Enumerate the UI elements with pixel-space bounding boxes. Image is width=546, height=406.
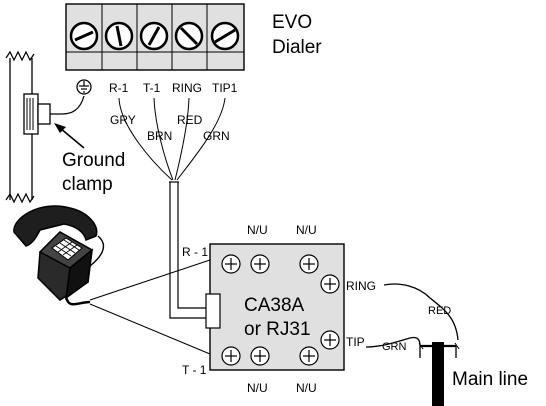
wire-color-gry: GRY bbox=[110, 113, 136, 127]
terminal-nu-top-right-icon bbox=[299, 254, 319, 274]
screw-terminal-ring bbox=[174, 21, 204, 51]
main-line-label: Main line bbox=[452, 369, 528, 390]
nu-label-top-left: N/U bbox=[247, 223, 268, 237]
screw-terminal-ground bbox=[69, 21, 99, 51]
screw-terminal-r1 bbox=[104, 21, 134, 51]
ring-wire bbox=[383, 283, 459, 341]
nu-label-bottom-left: N/U bbox=[247, 381, 268, 395]
label-r1: R - 1 bbox=[182, 245, 208, 259]
phone-wires bbox=[89, 259, 211, 355]
title-line2: Dialer bbox=[272, 37, 322, 58]
nu-label-bottom-right: N/U bbox=[296, 381, 317, 395]
screw-terminal-tip1 bbox=[210, 21, 240, 51]
nu-label-top-right: N/U bbox=[296, 223, 317, 237]
terminal-label-tip1: TIP1 bbox=[212, 81, 238, 95]
terminal-label-ring: RING bbox=[172, 81, 202, 95]
terminal-nu-bottom-right-icon bbox=[299, 346, 319, 366]
label-t1: T - 1 bbox=[182, 363, 207, 377]
module-label-line2: or RJ31 bbox=[244, 319, 311, 340]
ground-clamp-label-line1: Ground bbox=[62, 150, 125, 171]
wire-color-red: RED bbox=[177, 113, 203, 127]
ground-clamp bbox=[5, 50, 85, 204]
tip-wire bbox=[365, 336, 421, 348]
terminal-block bbox=[65, 3, 245, 71]
terminal-t1-icon bbox=[221, 346, 241, 366]
module-terminals bbox=[221, 254, 340, 366]
ground-symbol-icon bbox=[76, 79, 92, 95]
main-line-grn-label: GRN bbox=[382, 341, 407, 353]
terminal-r1-icon bbox=[221, 254, 241, 274]
dialer-wires bbox=[118, 97, 226, 181]
wire-color-grn: GRN bbox=[203, 129, 230, 143]
main-line-red-label: RED bbox=[428, 305, 451, 317]
telephone-icon bbox=[13, 205, 105, 301]
ground-clamp-label-line2: clamp bbox=[62, 174, 113, 195]
cable-sheath bbox=[169, 181, 214, 319]
terminal-label-r1: R-1 bbox=[109, 81, 129, 95]
screw-terminal-t1 bbox=[139, 21, 169, 51]
terminal-ring-icon bbox=[320, 274, 340, 294]
terminal-label-t1: T-1 bbox=[143, 81, 161, 95]
title-line1: EVO bbox=[272, 12, 312, 33]
label-ring: RING bbox=[346, 279, 376, 293]
module-label-line1: CA38A bbox=[244, 295, 305, 316]
phone-cord bbox=[64, 295, 91, 306]
terminal-nu-bottom-left-icon bbox=[250, 346, 270, 366]
terminal-tip-icon bbox=[320, 330, 340, 350]
label-tip: TIP bbox=[346, 335, 365, 349]
terminal-nu-top-left-icon bbox=[250, 254, 270, 274]
